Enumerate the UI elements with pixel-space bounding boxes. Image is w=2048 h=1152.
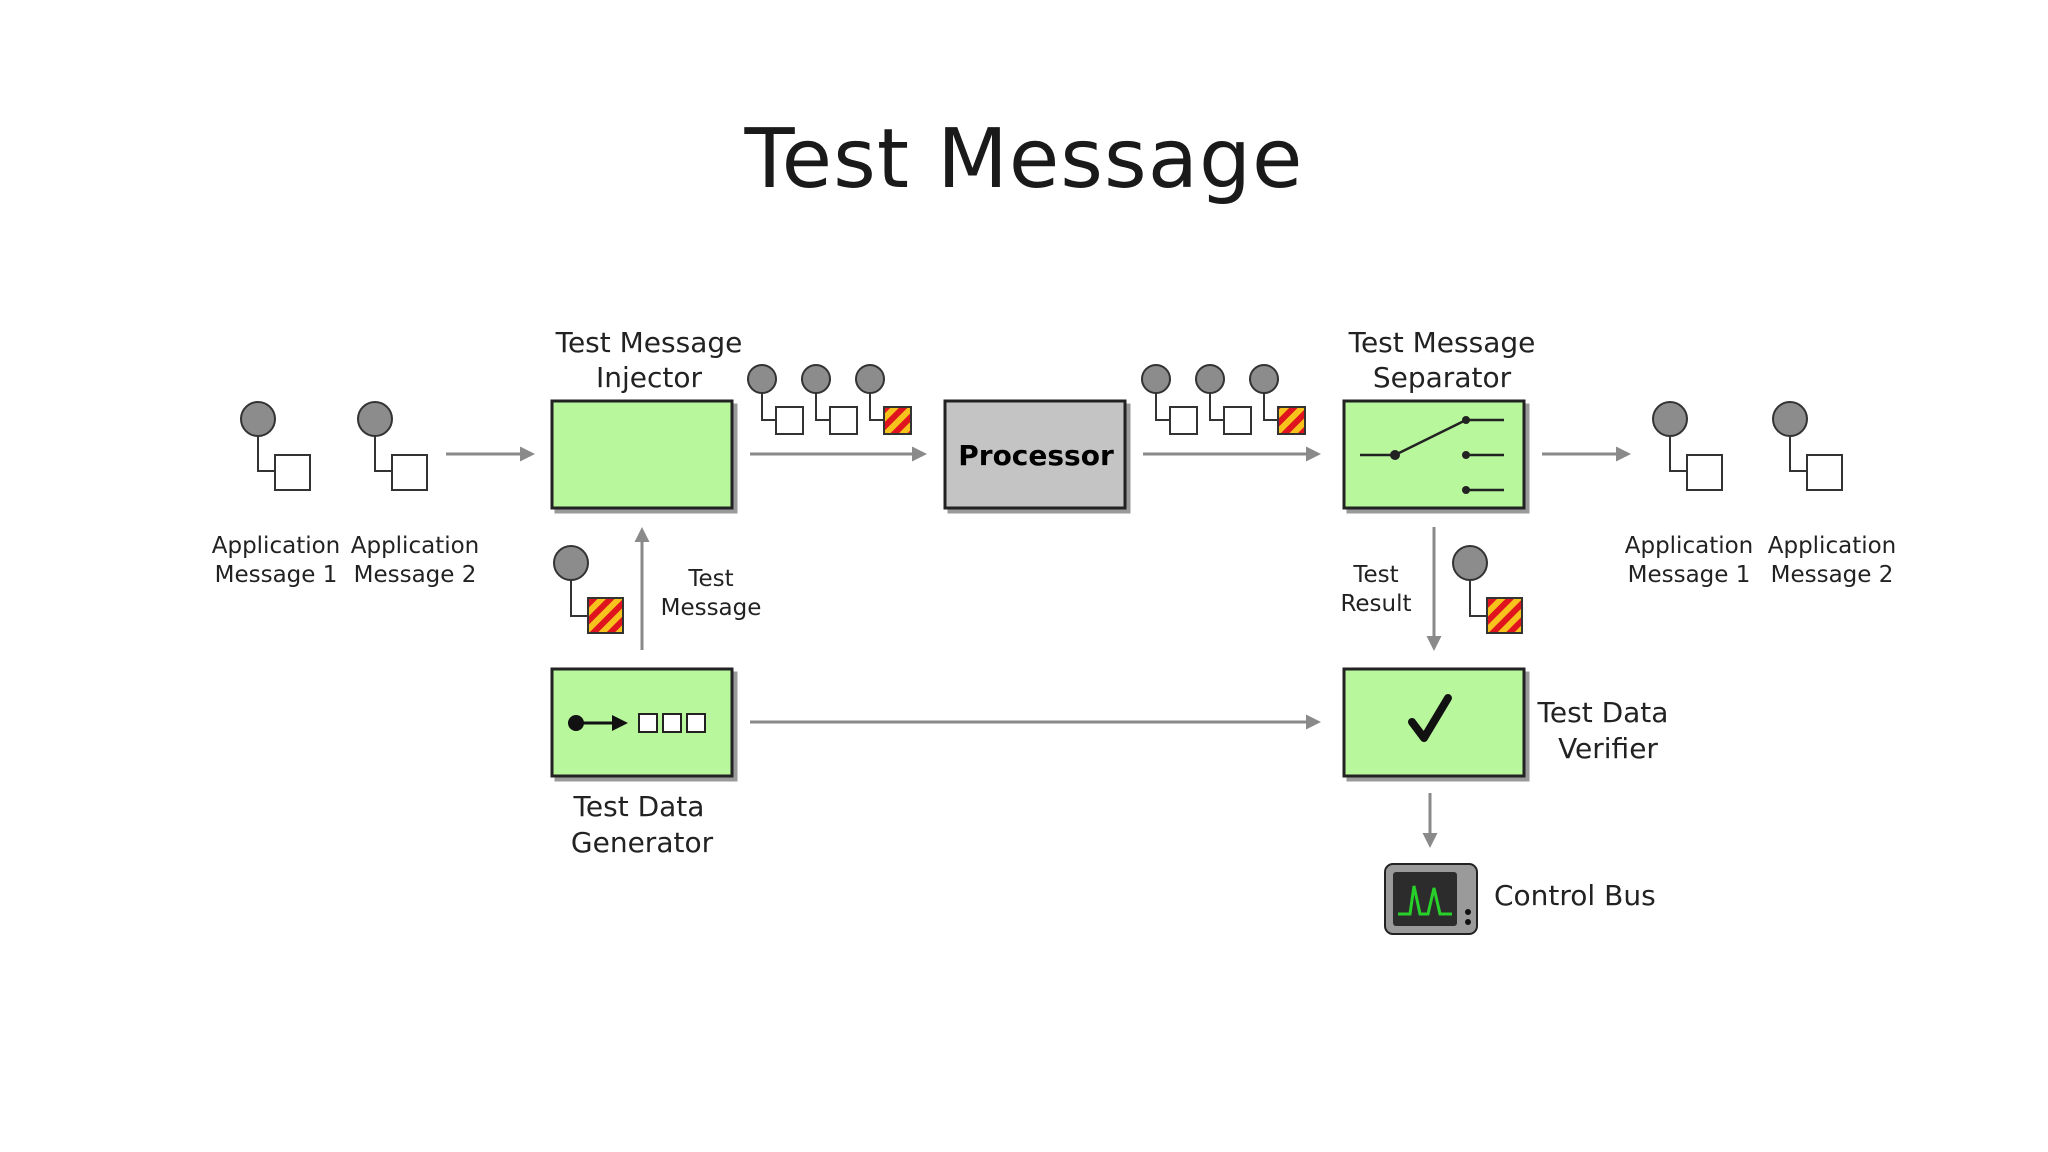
test-message-injector (550, 399, 734, 510)
separator-label-line1: Test Message (1348, 326, 1536, 359)
test-message-icon (855, 364, 912, 435)
slide-title: Test Message (744, 112, 1304, 207)
test-message-icon (1452, 545, 1523, 634)
processor-label: Processor (958, 439, 1114, 472)
left-message-1-line2: Message 1 (215, 562, 338, 588)
right-message-2-line2: Message 2 (1771, 562, 1894, 588)
message-icon (240, 401, 311, 491)
switch-icon (1360, 416, 1504, 494)
generator-sequence-icon (568, 713, 706, 733)
message-icon (1772, 401, 1843, 491)
separator-label-line2: Separator (1373, 361, 1512, 394)
processor-box (943, 399, 1127, 510)
test-message-icon (1249, 364, 1306, 435)
test-result-label-line1: Test (1352, 562, 1398, 588)
message-icon (801, 364, 858, 435)
left-message-2-line1: Application (351, 533, 480, 559)
message-icon (357, 401, 428, 491)
test-message-label-line1: Test (687, 566, 733, 592)
control-bus-label: Control Bus (1494, 879, 1656, 912)
test-message-label-line2: Message (661, 595, 762, 621)
test-data-verifier (1342, 667, 1526, 778)
right-message-2-line1: Application (1768, 533, 1897, 559)
message-icon (1141, 364, 1198, 435)
test-result-label-line2: Result (1340, 591, 1411, 617)
checkmark-icon (1408, 694, 1452, 742)
verifier-label-line2: Verifier (1558, 732, 1658, 765)
test-message-icon (553, 545, 624, 634)
monitor-icon (1384, 863, 1478, 935)
generator-label-line1: Test Data (573, 790, 705, 823)
message-icon (747, 364, 804, 435)
left-message-1-line1: Application (212, 533, 341, 559)
message-icon (1195, 364, 1252, 435)
generator-label-line2: Generator (571, 826, 714, 859)
message-icon (1652, 401, 1723, 491)
verifier-label-line1: Test Data (1537, 696, 1669, 729)
injector-label-line1: Test Message (555, 326, 743, 359)
right-message-1-line1: Application (1625, 533, 1754, 559)
injector-label-line2: Injector (596, 361, 703, 394)
left-message-2-line2: Message 2 (354, 562, 477, 588)
right-message-1-line2: Message 1 (1628, 562, 1751, 588)
